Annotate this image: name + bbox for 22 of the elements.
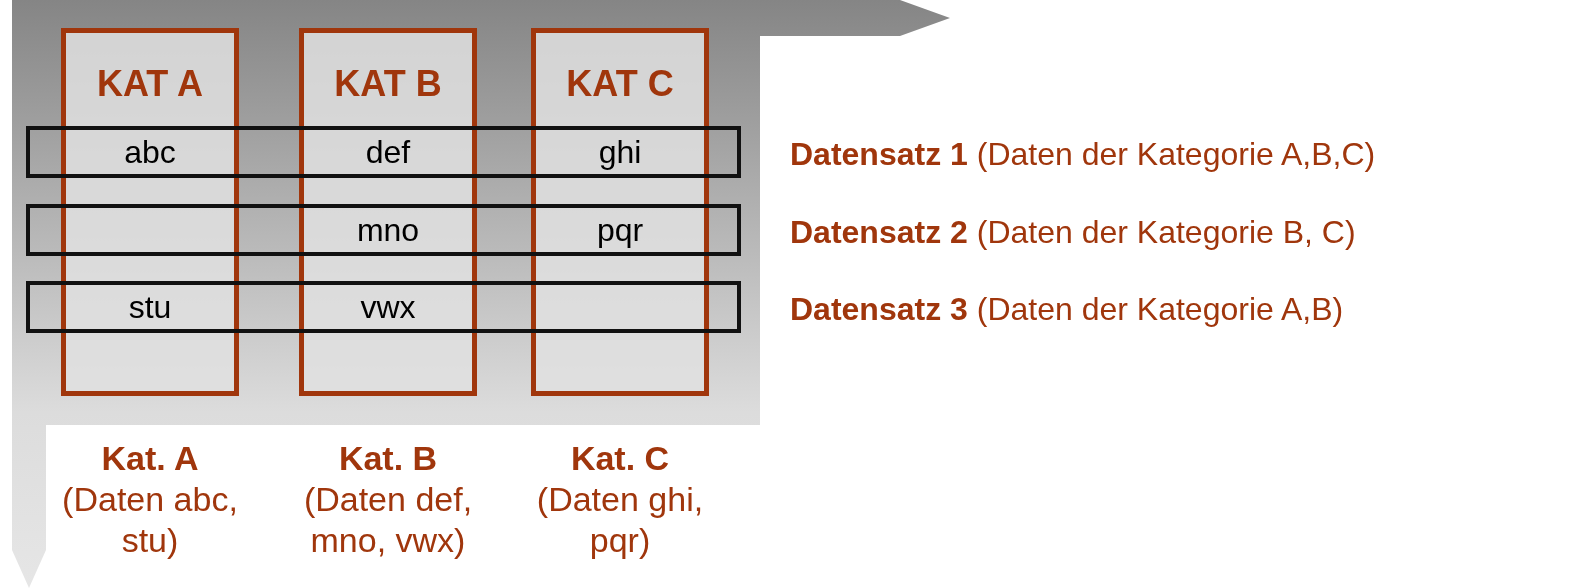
category-caption: Kat. B (Daten def, mno, vwx) [302, 438, 474, 561]
record-frame [26, 204, 741, 256]
record-label: Datensatz 2 (Daten der Kategorie B, C) [790, 213, 1356, 251]
cell-text: abc [124, 133, 176, 171]
category-caption: Kat. C (Daten ghi, pqr) [535, 438, 705, 561]
column-heading: KAT A [96, 63, 204, 105]
category-column [61, 28, 239, 396]
column-heading: KAT C [565, 63, 675, 105]
cell-text: vwx [360, 288, 416, 326]
column-heading: KAT B [333, 63, 443, 105]
cell-text: def [365, 133, 411, 171]
cell-text: pqr [596, 211, 644, 249]
cell-text: mno [356, 211, 420, 249]
cell-text: ghi [598, 133, 642, 171]
record-frame [26, 281, 741, 333]
category-caption: Kat. A (Daten abc, stu) [61, 438, 239, 561]
record-frame [26, 126, 741, 178]
category-column [531, 28, 709, 396]
record-label: Datensatz 1 (Daten der Kategorie A,B,C) [790, 135, 1376, 173]
category-column [299, 28, 477, 396]
cell-text: stu [128, 288, 172, 326]
record-label: Datensatz 3 (Daten der Kategorie A,B) [790, 290, 1344, 328]
